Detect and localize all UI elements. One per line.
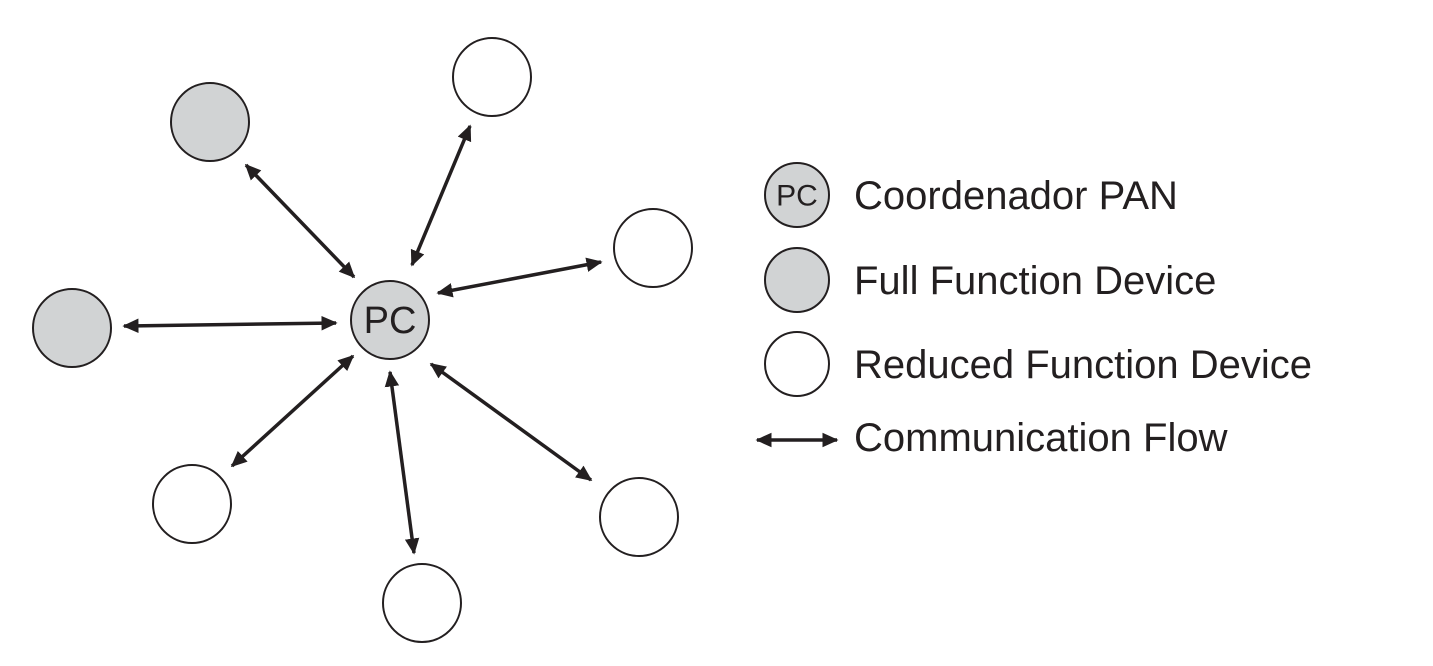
device-nodes: PC [32, 37, 693, 643]
rfd-top-node [452, 37, 532, 117]
legend-item-coordinator: PC Coordenador PAN [764, 162, 1178, 228]
legend-coordinator-icon-label: PC [776, 180, 818, 213]
link-rfd-bottom-left [230, 354, 355, 468]
rfd-bottom-left-node [152, 464, 232, 544]
coordinator-label: PC [364, 300, 417, 342]
ffd-top-left-node [170, 82, 250, 162]
link-ffd-left [122, 315, 338, 334]
legend: PC Coordenador PAN Full Function Device … [755, 162, 1312, 460]
communication-links [122, 124, 603, 555]
link-rfd-bottom-right [429, 362, 593, 482]
legend-ffd-label: Full Function Device [854, 259, 1216, 303]
legend-coordinator-icon [764, 162, 830, 228]
legend-item-ffd: Full Function Device [764, 247, 1216, 313]
legend-communication-flow-label: Communication Flow [854, 416, 1228, 460]
link-ffd-top-left [244, 163, 356, 279]
legend-item-rfd: Reduced Function Device [764, 331, 1312, 397]
link-rfd-right [436, 257, 603, 298]
ffd-left-node [32, 288, 112, 368]
legend-rfd-label: Reduced Function Device [854, 343, 1312, 387]
legend-ffd-icon [764, 247, 830, 313]
legend-coordinator-label: Coordenador PAN [854, 174, 1178, 218]
rfd-bottom-node [382, 563, 462, 643]
legend-item-communication-flow: Communication Flow [755, 416, 1228, 460]
coordinator-circle [350, 280, 430, 360]
link-rfd-top [410, 124, 472, 267]
pan-coordinator-node: PC [350, 280, 430, 360]
legend-rfd-icon [764, 331, 830, 397]
link-rfd-bottom [384, 370, 420, 555]
rfd-bottom-right-node [599, 477, 679, 557]
rfd-right-node [613, 208, 693, 288]
